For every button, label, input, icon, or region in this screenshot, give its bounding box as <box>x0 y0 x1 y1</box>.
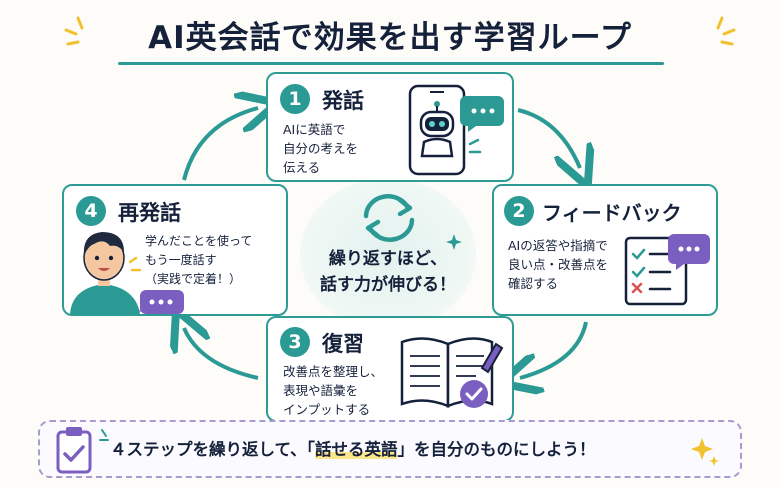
center-glow <box>300 178 476 330</box>
center-line-2: 話す力が伸びる！ <box>320 275 456 295</box>
step-3-title: 復習 <box>322 332 364 356</box>
arrow-4-to-1 <box>182 108 258 181</box>
clipboard-check-icon <box>56 427 92 474</box>
step-2-title: フィードバック <box>542 201 682 225</box>
bottom-suffix: 」を自分のものにしよう！ <box>397 440 596 459</box>
speaking-person-icon <box>70 232 184 314</box>
sparkle-bottom-icon <box>691 438 719 466</box>
step-4-desc: 学んだことを使って もう一度話す （実践で定着！） <box>145 234 253 286</box>
sparkle-center-icon <box>446 234 462 250</box>
arrow-2-to-3 <box>520 321 588 378</box>
step-1-number: 1 <box>280 84 310 114</box>
sparkle-right-icon <box>716 16 736 46</box>
bottom-highlight: 話せる英語 <box>314 440 398 459</box>
step-3-desc: 改善点を整理し、 表現や語彙を インプットする <box>283 364 384 417</box>
step-1-desc: AIに英語で 自分の考えを 伝える <box>283 122 359 175</box>
cycle-icon <box>363 194 415 242</box>
title-underline <box>118 62 664 65</box>
step-4-title: 再発話 <box>118 201 181 225</box>
step-1-title: 発話 <box>322 89 364 113</box>
arrow-1-to-2 <box>517 108 580 168</box>
phone-robot-icon <box>408 84 504 176</box>
center-line-1: 繰り返すほど、 <box>328 249 448 269</box>
bottom-message: ４ステップを繰り返して、「話せる英語」を自分のものにしよう！ <box>110 436 595 460</box>
arrow-3-to-4 <box>184 328 259 380</box>
checklist-icon <box>624 234 710 306</box>
sparkle-burst-left-icon <box>99 429 109 441</box>
notebook-pen-icon <box>400 337 504 408</box>
step-2-desc: AIの返答や指摘で 良い点・改善点を 確認する <box>508 238 609 291</box>
bottom-prefix: ４ステップを繰り返して、「 <box>110 440 315 459</box>
page-title: AI英会話で効果を出す学習ループ <box>148 20 632 56</box>
step-4-number: 4 <box>76 196 106 226</box>
step-2-number: 2 <box>504 196 534 226</box>
sparkle-left-icon <box>64 16 84 46</box>
center-message: 繰り返すほど、 話す力が伸びる！ <box>290 246 486 298</box>
step-3-number: 3 <box>280 327 310 357</box>
